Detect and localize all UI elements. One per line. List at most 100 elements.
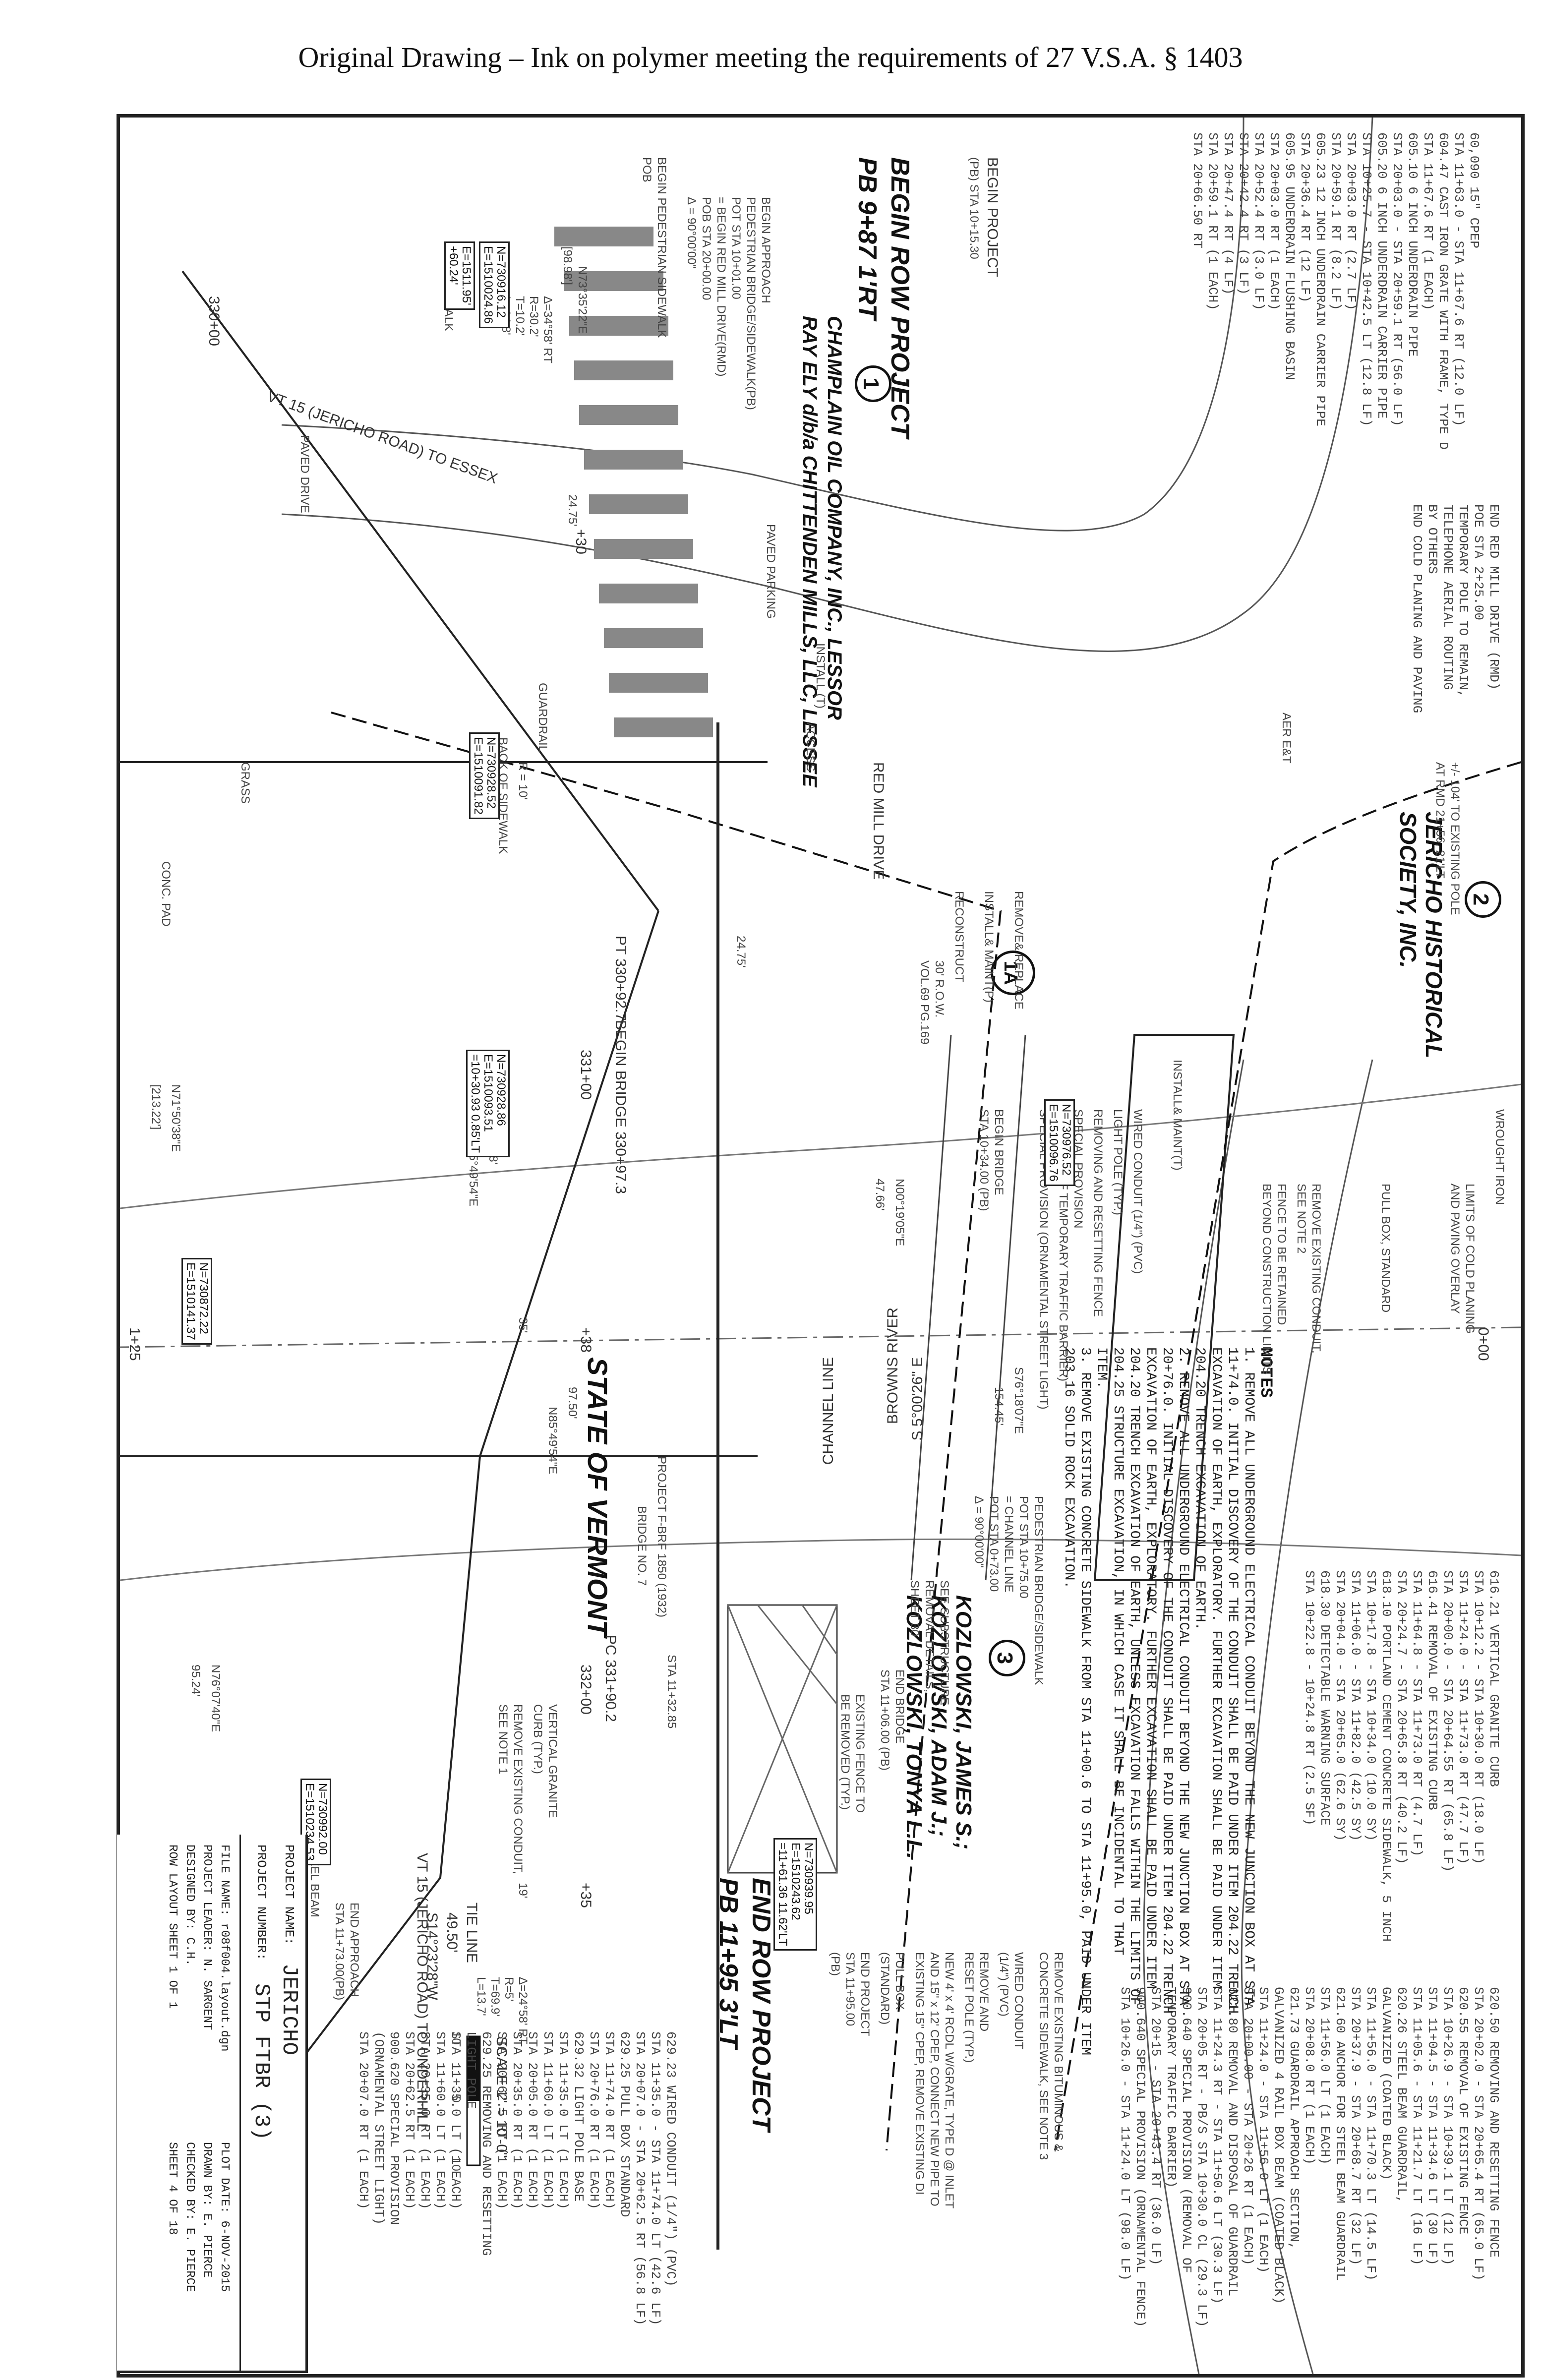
note-line: STA 20+04.0 - STA 20+65.0 (62.6 SY) <box>1333 1570 1348 1842</box>
note-item: 1. REMOVE ALL UNDERGROUND ELECTRICAL CON… <box>1241 1347 1256 2006</box>
notes-heading: NOTES <box>1256 1347 1275 1398</box>
bearing-s75: S75°36'32"E <box>179 2051 192 2118</box>
browns-river-label: BROWNS RIVER <box>885 1308 901 1425</box>
bridge-deck <box>1093 1034 1235 1581</box>
note-line: STA 20+37.9 - STA 20+68.7 RT (32 LF) <box>1348 1987 1363 2265</box>
limits-paving-label: AND PAVING OVERLAY <box>1448 1184 1462 1314</box>
coordinate-box-4: N=730976.52 E=1510096.76 <box>1044 1099 1075 1186</box>
note-line: STA 11+64.8 - STA 11+73.0 RT (4.7 LF) <box>1410 1570 1424 1857</box>
note-item: 204.20 TRENCH EXCAVATION OF EARTH, UNLES… <box>1126 1347 1142 2006</box>
north-arrow-label: VT STATE PLANE GRID <box>149 2175 163 2306</box>
reset-pole-label: RESET POLE (TYP.) <box>962 1952 976 2063</box>
begin-bridge-sta-label-2: BEGIN BRIDGE 330+97.3 <box>612 1020 629 1194</box>
coordinate-box-2: N=730928.52 E=1510091.82 <box>469 732 500 819</box>
grass-label: GRASS <box>238 762 252 804</box>
survey-line-3 <box>439 1456 481 1878</box>
note-line: 616.41 REMOVAL OF EXISTING CURB <box>1425 1570 1440 1810</box>
curve-line: R=5' <box>502 1977 516 2002</box>
bearing-n76: N76°07'40"E <box>209 1665 222 1732</box>
distance-24-75b: 24.75' <box>734 936 748 968</box>
coordinate-box-6: N=730992.00 E=1510234.53 <box>300 1779 331 1865</box>
notes-right: 616.21 VERTICAL GRANITE CURB STA 10+12.2… <box>1302 1570 1501 1942</box>
be-removed-label: BE REMOVED (TYP.) <box>838 1694 852 1810</box>
owner-2-number: 2 <box>1465 881 1501 918</box>
end-row-label: END ROW PROJECT PB 11+95 3'LT <box>712 1878 777 2131</box>
curve-data-2: Δ=24°58' RT R=5' T=69.9' L=13.7' <box>474 1977 530 2044</box>
pull-box-label-2: PULL BOX <box>893 1952 906 2010</box>
curve-line: T=69.9' <box>488 1977 502 2017</box>
end-project-sta-label: STA 11+95.00 <box>843 1952 857 2026</box>
end-bridge-sta-label: STA 11+06.00 (PB) <box>878 1669 891 1771</box>
sheet30-label: SHEET 30 <box>908 1580 921 1636</box>
note-line: STA 11+06.0 - STA 11+82.0 (42.5 SY) <box>1348 1570 1363 1842</box>
note-line: STA 11+56.0 LT (1 EACH) <box>1317 1987 1332 2165</box>
note-item: ITEM. <box>1094 1347 1109 1389</box>
coord-line: N=730928.52 <box>484 737 498 809</box>
general-notes: NOTES 1. REMOVE ALL UNDERGROUND ELECTRIC… <box>1061 1347 1275 2055</box>
survey-line-2 <box>479 910 659 1457</box>
note-line: STA 20+36.4 RT (12 LF) <box>1298 132 1312 303</box>
tie-distance-label: 49.50' <box>444 1912 460 1953</box>
north-arrow <box>163 2150 182 2309</box>
curve-line: Δ=24°58' RT <box>516 1977 530 2044</box>
curve-line: T=10.2' <box>513 296 527 336</box>
distance-98: [98.98'] <box>561 246 574 285</box>
note-item: 20+76.0. INITIAL DISCOVERY OF THE CONDUI… <box>1159 1347 1175 2014</box>
coord-line: N=730928.86 <box>494 1054 508 1126</box>
note-line: STA 20+08.0 RT (1 EACH) <box>1302 1987 1317 2165</box>
note-item: 2. REMOVE ALL UNDERGROUND ELECTRICAL CON… <box>1176 1347 1191 2006</box>
deed-ref-label: VOL.69 PG.169 <box>918 960 931 1045</box>
paved-drive-label: PAVED DRIVE <box>298 435 311 513</box>
plan-sheet: 60,090 15" CPEP STA 11+63.0 - STA 11+67.… <box>117 114 1525 2378</box>
channel-line-eq-label: = CHANNEL LINE <box>1002 1496 1015 1593</box>
pc-station-label: PC 331+90.2 <box>602 1635 619 1722</box>
install-maint-t-label: INSTALL& MAINT(T) <box>1171 1060 1184 1171</box>
station-332: 332+00 <box>578 1665 594 1715</box>
note-line: STA 11+04.5 - STA 11+34.6 LT (30 LF) <box>1425 1987 1440 2265</box>
note-line: 620.55 REMOVAL OF EXISTING FENCE <box>1456 1987 1471 2235</box>
owner-1-label: CHAMPLAIN OIL COMPANY, INC., LESSOR RAY … <box>797 316 847 787</box>
note-line: STA 11+35.0 - STA 11+74.0 LT (42.6 LF) <box>648 2031 663 2325</box>
note-line: END RED MILL DRIVE (RMD) <box>1486 504 1501 690</box>
beyond-limits-label: BEYOND CONSTRUCTION LIMITS <box>1260 1184 1273 1375</box>
note-line: STA 10+22.8 - 10+24.8 RT (2.5 SF) <box>1302 1570 1317 1826</box>
end-approach-label: END APPROACH <box>348 1903 361 1997</box>
access-label: ACCESS <box>804 722 817 772</box>
drawing-header: Original Drawing – Ink on polymer meetin… <box>298 41 1243 73</box>
distance-97: 97.50' <box>566 1387 579 1419</box>
notes-mid-top: END RED MILL DRIVE (RMD) POE STA 2+25.00… <box>1409 504 1501 713</box>
pot-station-label: POT STA 10+01.00 <box>729 197 743 299</box>
owner-1-line: CHAMPLAIN OIL COMPANY, INC., LESSOR <box>824 316 845 720</box>
ped-bridge-label-2: PEDESTRIAN BRIDGE/SIDEWALK <box>1032 1496 1045 1685</box>
coord-line: N=730939.95 <box>802 1843 815 1914</box>
pull-box-label: PULL BOX, STANDARD <box>1379 1184 1392 1313</box>
note-line: STA 20+07.0 - STA 20+62.5 RT (56.8 LF) <box>633 2031 648 2325</box>
concrete-sw-label: CONCRETE SIDEWALK, SEE NOTE 3 <box>1037 1952 1050 2160</box>
station-330: 330+00 <box>206 296 222 346</box>
note-line: STA 11+60.0 LT (1 EACH) <box>433 2031 448 2209</box>
coord-line: E=1510234.53 <box>303 1783 316 1861</box>
note-line: STA 10+17.8 - STA 10+34.0 (10.0 SY) <box>1363 1570 1378 1842</box>
distance-19: 19' <box>516 1883 530 1899</box>
vertical-granite-label: VERTICAL GRANITE <box>546 1704 559 1818</box>
note-item: 204.25 STRUCTURE EXCAVATION, IN WHICH CA… <box>1110 1347 1126 1956</box>
note-line: STA 20+47.4 RT (4 LF) <box>1221 132 1236 295</box>
note-line: STA 20+02.0 - STA 20+65.4 RT (65.0 LF) <box>1471 1987 1486 2281</box>
note-line: STA 20+03.0 RT (1 EACH) <box>1267 132 1282 310</box>
note-item: EXCAVATION OF EARTH, EXPLORATORY. FURTHE… <box>1208 1347 1224 1989</box>
begin-project-label: BEGIN PROJECT <box>984 157 1001 277</box>
begin-row-label: BEGIN ROW PROJECT PB 9+87 1'RT <box>851 157 916 438</box>
paved-parking-label: PAVED PARKING <box>764 524 777 619</box>
guardrail-label: GUARDRAIL <box>536 683 549 753</box>
ped-bridge-label: PEDESTRIAN BRIDGE/SIDEWALK(PB) <box>744 197 758 410</box>
coordinate-box-5: N=730872.22 E=1510141.37 <box>181 1258 212 1345</box>
wired-conduit-label: WIRED CONDUIT (1/4") (PVC) <box>1131 1109 1144 1274</box>
note-line: STA 11+74.0 RT (1 EACH) <box>602 2031 617 2209</box>
station-1-25: 1+25 <box>126 1327 143 1361</box>
note-line: STA 11+60.0 LT (1 EACH) <box>540 2031 555 2209</box>
note-line: 618.30 DETECTABLE WARNING SURFACE <box>1317 1570 1332 1826</box>
station-plus30: +30 <box>573 529 589 554</box>
end-row-line: END ROW PROJECT <box>747 1878 775 2132</box>
distance-95: 95.24' <box>189 1665 202 1697</box>
station-0-00: 0+00 <box>1475 1327 1491 1361</box>
